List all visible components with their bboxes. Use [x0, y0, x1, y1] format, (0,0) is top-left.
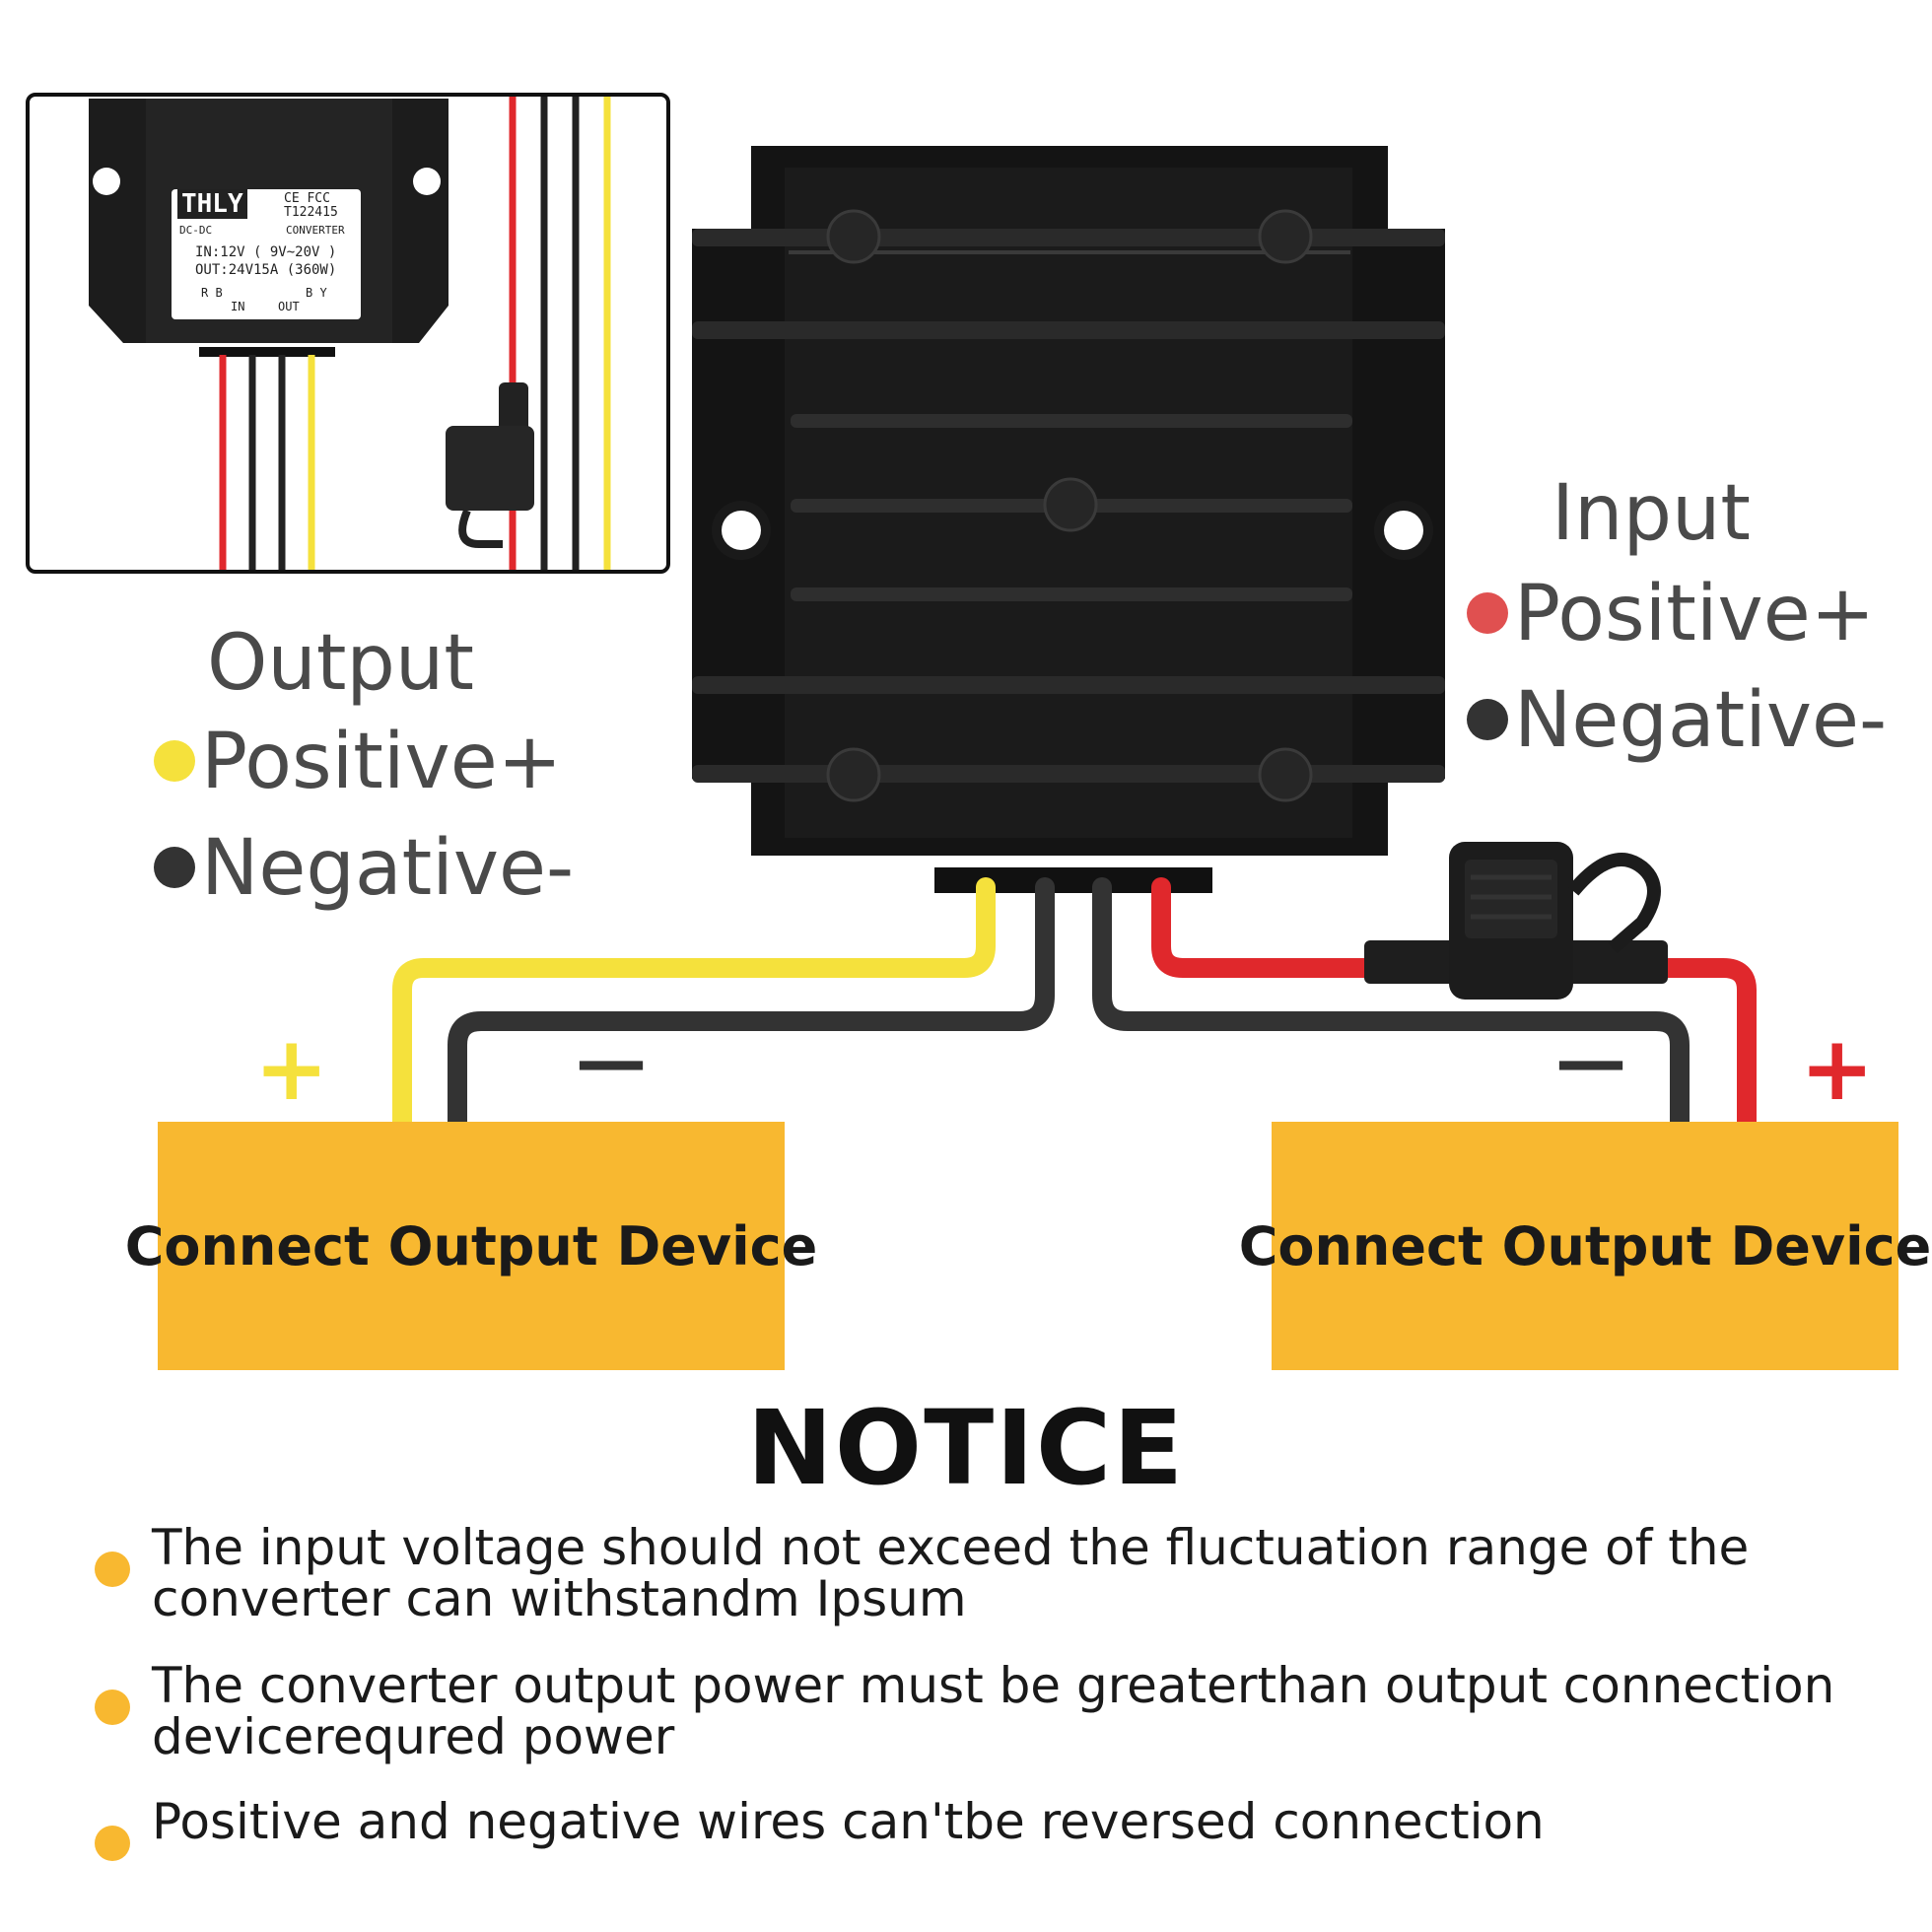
output-negative-dot-icon: [154, 846, 195, 888]
wire-output-positive: [392, 877, 996, 1134]
wire-output-negative: [448, 877, 1055, 1134]
notice-item-text: The converter output power must be great…: [152, 1657, 1835, 1765]
fuse-holder: [1364, 842, 1668, 1000]
inset-brand: THLY: [177, 189, 247, 219]
bullet-icon: [95, 1552, 130, 1587]
output-legend-negative: Negative-: [154, 824, 574, 913]
output-legend-positive: Positive+: [154, 718, 562, 806]
inset-out-text: OUT: [278, 300, 300, 313]
inset-out-wires: B Y: [306, 286, 327, 300]
input-legend-positive: Positive+: [1467, 570, 1875, 658]
right-minus-sign: —: [1555, 1019, 1626, 1102]
notice-item-text: Positive and negative wires can'tbe reve…: [152, 1793, 1545, 1850]
inset-type-left: DC-DC: [179, 224, 213, 237]
bullet-icon: [95, 1690, 130, 1725]
inset-in-text: IN: [231, 300, 245, 313]
inset-certs: CE FCC: [284, 191, 330, 206]
inset-line-out: OUT:24V15A (360W): [195, 262, 337, 278]
right-plus-sign: +: [1800, 1017, 1875, 1121]
bullet-icon: [95, 1826, 130, 1861]
output-legend-title: Output: [207, 619, 474, 708]
input-negative-label: Negative-: [1514, 676, 1888, 765]
right-device-label: Connect Output Device: [1238, 1214, 1932, 1277]
inset-in-wires: R B: [201, 286, 223, 300]
wire-input-negative: [1092, 877, 1690, 1134]
output-negative-label: Negative-: [201, 824, 575, 913]
right-output-device-box: Connect Output Device: [1239, 1122, 1931, 1370]
converter-body: [692, 146, 1445, 893]
input-positive-label: Positive+: [1514, 570, 1876, 658]
notice-item: The input voltage should not exceed the …: [95, 1522, 1889, 1624]
inset-model: T122415: [284, 205, 338, 220]
output-positive-label: Positive+: [201, 718, 563, 806]
left-device-label: Connect Output Device: [124, 1214, 818, 1277]
inset-line-in: IN:12V ( 9V~20V ): [195, 244, 337, 260]
left-plus-sign: +: [254, 1017, 329, 1121]
output-positive-dot-icon: [154, 739, 195, 782]
notice-title: NOTICE: [746, 1388, 1186, 1508]
input-legend-title: Input: [1552, 469, 1751, 558]
notice-item: Positive and negative wires can'tbe reve…: [95, 1796, 1889, 1861]
inset-photo: [26, 93, 670, 574]
inset-type-right: CONVERTER: [286, 224, 345, 237]
notice-item: The converter output power must be great…: [95, 1660, 1889, 1762]
input-legend-negative: Negative-: [1467, 676, 1887, 765]
left-minus-sign: —: [576, 1019, 647, 1102]
input-negative-dot-icon: [1467, 698, 1508, 740]
input-positive-dot-icon: [1467, 591, 1508, 634]
notice-item-text: The input voltage should not exceed the …: [152, 1519, 1750, 1627]
left-output-device-box: Connect Output Device: [125, 1122, 817, 1370]
